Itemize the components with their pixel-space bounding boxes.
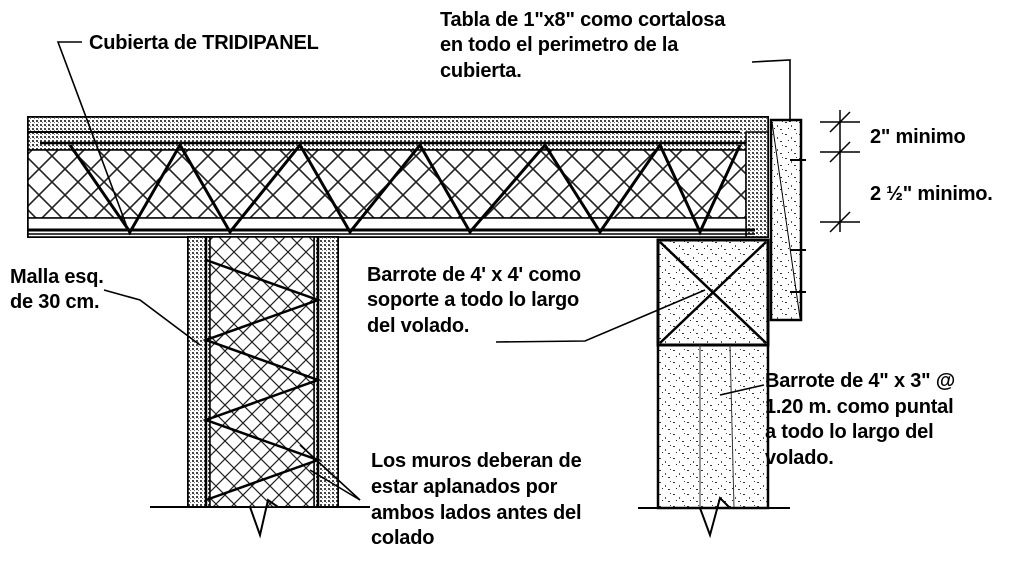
- left-wall: [150, 236, 370, 539]
- label-tabla-line3: cubierta.: [440, 60, 522, 82]
- label-barrote43-line2: 1.20 m. como puntal: [765, 396, 954, 418]
- label-dim-top: 2" minimo: [870, 126, 966, 148]
- label-muros-line2: estar aplanados por: [371, 476, 558, 498]
- label-barrote43-line1: Barrote de 4" x 3" @: [765, 370, 956, 392]
- label-muros-line4: colado: [371, 527, 435, 549]
- label-barrote44-line3: del volado.: [367, 315, 470, 337]
- label-malla-line1: Malla esq.: [10, 266, 104, 288]
- label-tabla-line1: Tabla de 1"x8" como cortalosa: [440, 9, 726, 31]
- label-malla-line2: de 30 cm.: [10, 291, 100, 313]
- label-barrote43-line3: a todo lo largo del: [765, 421, 934, 443]
- label-dim-bottom: 2 ½" minimo.: [870, 183, 993, 205]
- label-cubierta: Cubierta de TRIDIPANEL: [89, 32, 319, 54]
- roof-slab: [27, 116, 769, 238]
- label-tabla-line2: en todo el perimetro de la: [440, 34, 679, 56]
- dimension-lines: [820, 110, 860, 233]
- wood-post: [638, 238, 790, 539]
- label-muros-line1: Los muros deberan de: [371, 450, 582, 472]
- leader-lines: [56, 41, 791, 501]
- label-barrote43-line4: volado.: [765, 447, 834, 469]
- edge-board: [769, 118, 806, 322]
- label-barrote44-line1: Barrote de 4' x 4' como: [367, 264, 581, 286]
- label-barrote44-line2: soporte a todo lo largo: [367, 289, 580, 311]
- label-muros-line3: ambos lados antes del: [371, 502, 582, 524]
